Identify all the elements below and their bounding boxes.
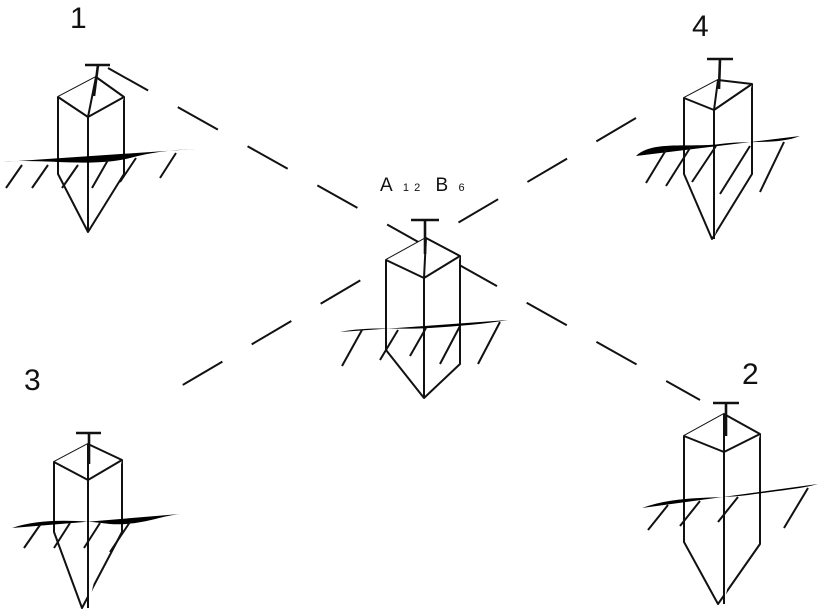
center-label-b-sub: 6 (458, 182, 465, 194)
ground-line-3 (12, 514, 180, 528)
stake-1 (57, 63, 125, 233)
center-label-b: B (435, 175, 449, 196)
ground-hatch-center (341, 321, 501, 367)
stake-center (385, 218, 461, 399)
center-label-a: A (380, 175, 393, 196)
stake-3 (53, 431, 123, 609)
ground-line-2 (642, 484, 818, 508)
stake-label-1: 1 (70, 2, 87, 35)
ground-hatch-4 (645, 141, 785, 195)
ground-hatch-1 (5, 152, 177, 189)
ground-line-1 (3, 149, 195, 163)
stake-2 (683, 401, 761, 605)
center-label: A 1 2 B 6 (380, 175, 466, 196)
stake-label-4: 4 (692, 10, 709, 43)
ground-hatch-2 (647, 487, 809, 531)
ground-line-4 (636, 136, 800, 156)
sight-line-1-to-2 (107, 67, 701, 401)
stake-4 (683, 57, 753, 240)
center-label-a-sub: 1 2 (403, 182, 421, 194)
stake-label-2: 2 (742, 358, 759, 391)
ground-hatch-3 (23, 521, 131, 553)
ground-line-center (340, 320, 508, 332)
stake-label-3: 3 (24, 364, 41, 397)
